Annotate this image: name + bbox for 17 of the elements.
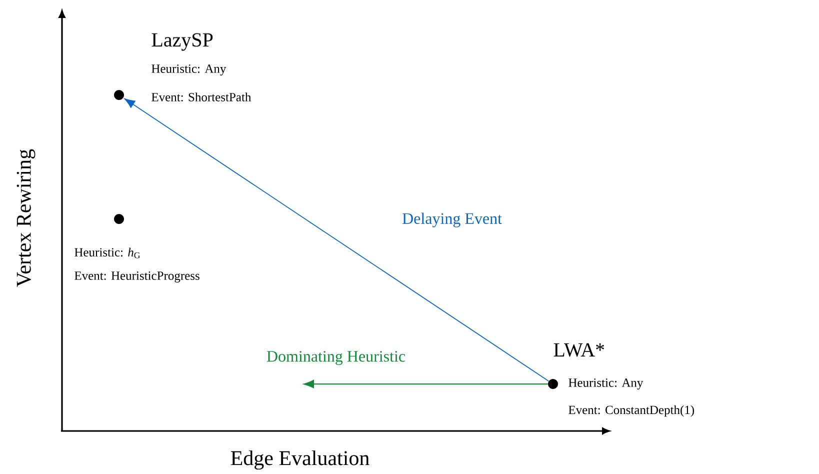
arrow — [303, 380, 548, 388]
point — [114, 90, 124, 100]
axis-label: Edge Evaluation — [230, 450, 370, 470]
point-note: Event: ConstantDepth(1) — [568, 405, 694, 417]
point-name: LazySP — [152, 33, 213, 51]
point-note: Event: ShortestPath — [152, 92, 252, 102]
point-note: Event: HeuristicProgress — [74, 272, 200, 282]
arrow — [124, 98, 550, 382]
point-name: LWA* — [554, 343, 604, 357]
point-note: Heuristic: Any — [152, 64, 226, 76]
point — [548, 379, 558, 389]
axis-label: Vertex Rewiring — [16, 149, 36, 287]
edge-label: Dominating Heuristic — [265, 350, 407, 366]
point-note: Heuristic: h$_{G}$ — [74, 248, 140, 258]
edge-label: Delaying Event — [401, 212, 503, 228]
point-note: Heuristic: Any — [568, 378, 644, 390]
point — [114, 214, 124, 224]
